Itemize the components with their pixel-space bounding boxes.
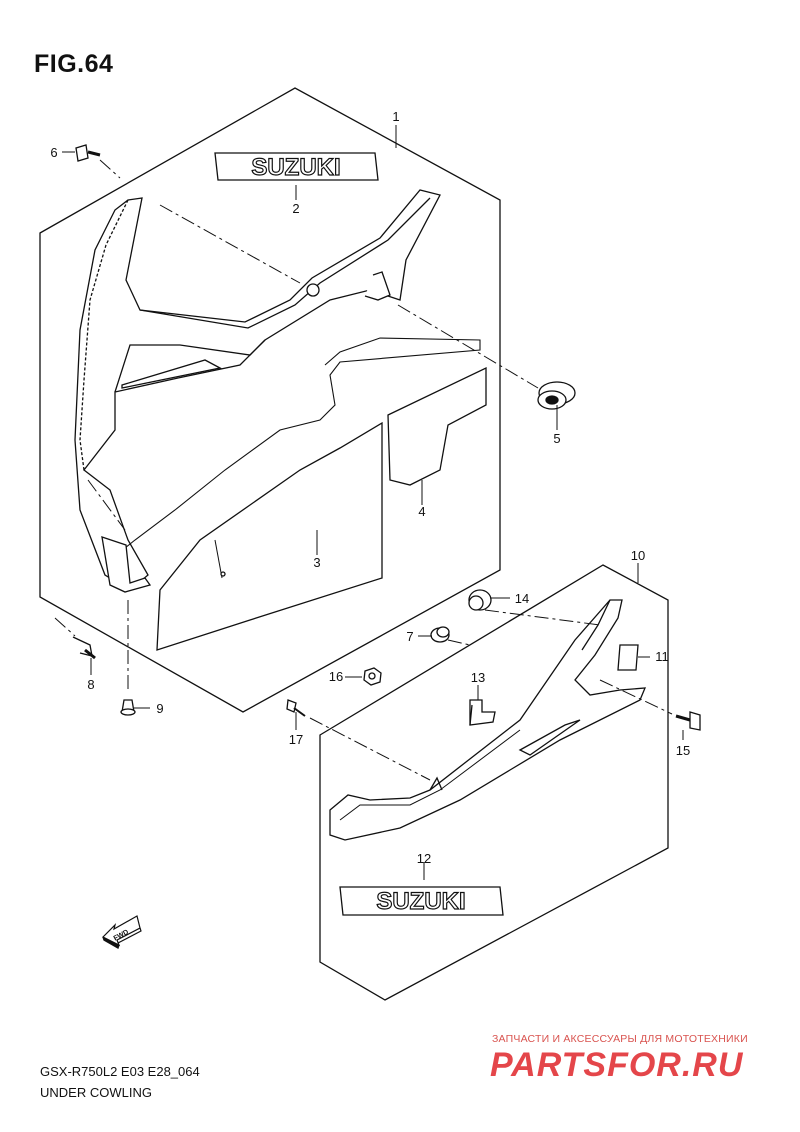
callout-9: 9	[156, 701, 163, 716]
bush	[430, 626, 450, 643]
callout-13: 13	[471, 670, 485, 685]
cover-plate	[387, 366, 487, 486]
suzuki-emblem-upper-text: SUZUKI	[251, 154, 340, 181]
nut	[363, 667, 382, 686]
figure-title: FIG.64	[34, 50, 114, 78]
callout-14: 14	[515, 591, 529, 606]
callout-1: 1	[392, 109, 399, 124]
rubber-grommet	[468, 589, 492, 611]
under-cowling-panel	[74, 189, 441, 591]
suzuki-emblem-lower-text: SUZUKI	[376, 888, 465, 915]
upper-assembly-box	[39, 87, 501, 713]
callout-4: 4	[418, 504, 425, 519]
callout-11: 11	[655, 649, 669, 664]
section-name: UNDER COWLING	[40, 1085, 152, 1100]
bolt	[675, 711, 701, 731]
callout-16: 16	[329, 669, 343, 684]
watermark-tagline: ЗАПЧАСТИ И АКСЕССУАРЫ ДЛЯ МОТОТЕХНИКИ	[492, 1033, 748, 1045]
lower-assembly-box	[319, 564, 669, 1001]
screw-bottom	[72, 636, 96, 660]
lower-cowling-panel	[329, 599, 647, 841]
screw-small	[286, 699, 306, 717]
callout-10: 10	[631, 548, 645, 563]
inner-panel	[156, 421, 383, 651]
clip-nut	[120, 699, 136, 716]
callout-2: 2	[292, 201, 299, 216]
callout-6: 6	[50, 145, 57, 160]
cushion-pad	[617, 644, 639, 671]
model-code: GSX-R750L2 E03 E28_064	[40, 1064, 200, 1079]
callout-17: 17	[289, 732, 303, 747]
callout-3: 3	[313, 555, 320, 570]
callout-15: 15	[676, 743, 690, 758]
suzuki-emblem-upper: SUZUKI	[214, 152, 379, 182]
fwd-direction-arrow	[101, 915, 142, 949]
callout-8: 8	[87, 677, 94, 692]
grommet	[537, 381, 576, 410]
callout-12: 12	[417, 851, 431, 866]
callout-7: 7	[406, 629, 413, 644]
screw-upper	[75, 144, 101, 162]
suzuki-emblem-lower: SUZUKI	[339, 886, 504, 916]
callout-5: 5	[553, 431, 560, 446]
watermark-logo: PARTSFOR.RU	[490, 1046, 744, 1084]
retainer-clip	[469, 699, 496, 726]
